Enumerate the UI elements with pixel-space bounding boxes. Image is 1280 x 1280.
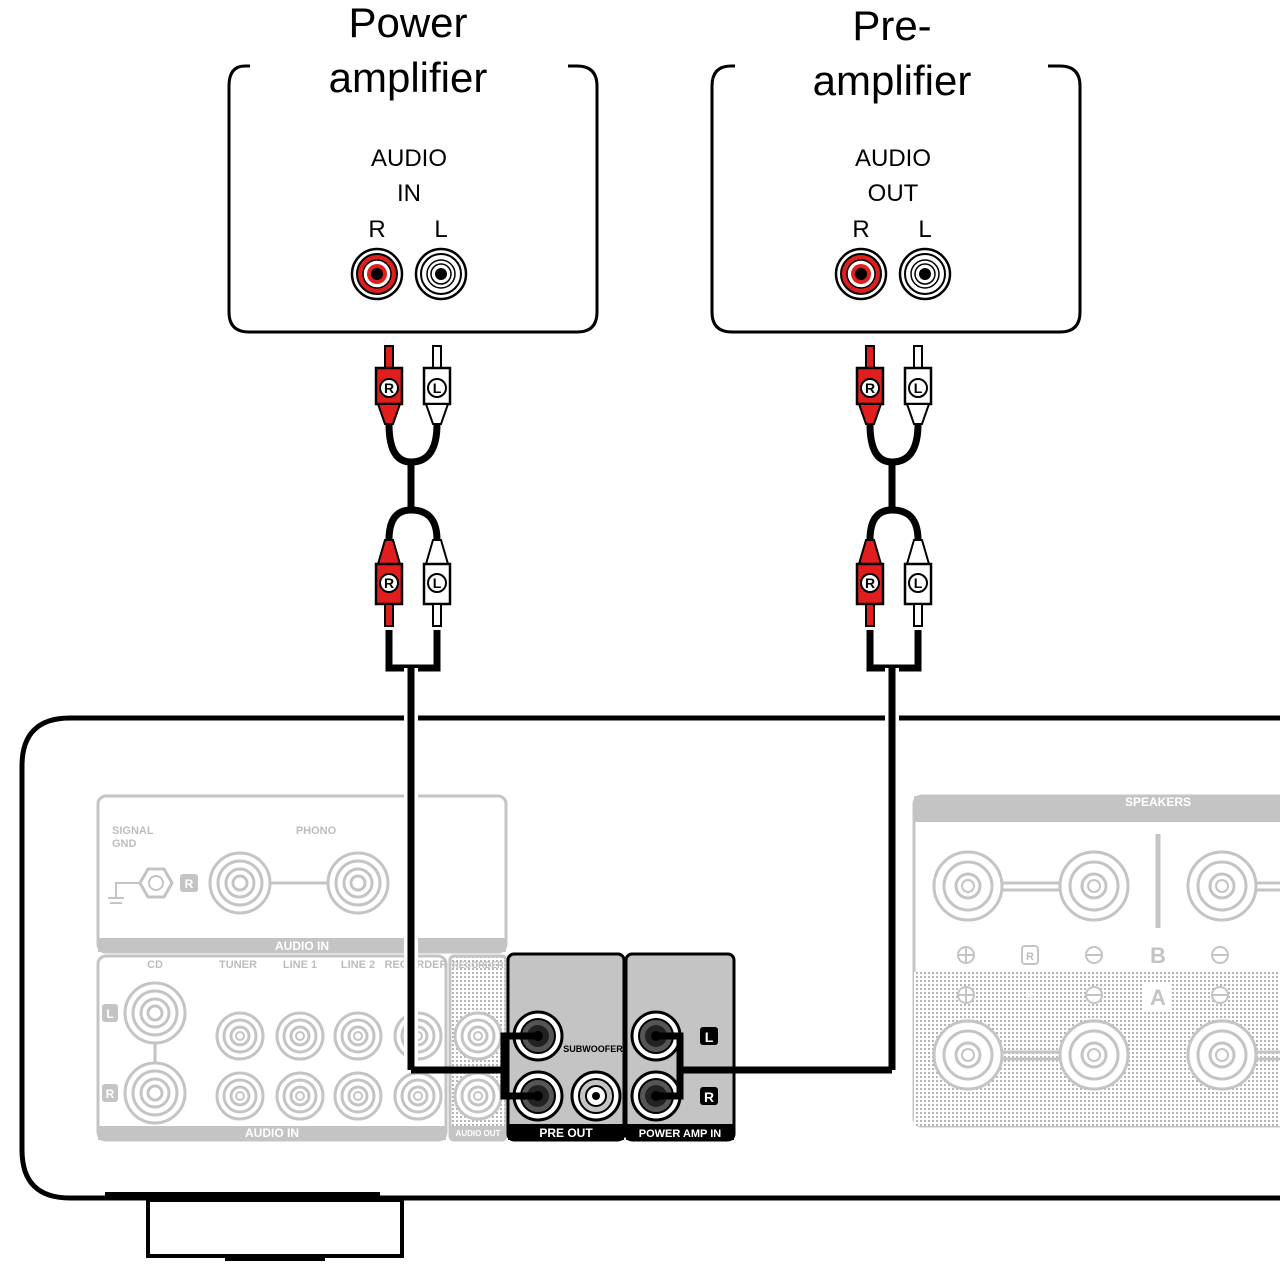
cable-power-amp: R L R L xyxy=(374,345,452,672)
cable-pre-amp: R L R L xyxy=(855,345,933,672)
svg-text:RECORDER: RECORDER xyxy=(452,960,504,970)
pre-amp-audio-label-2: OUT xyxy=(868,180,919,207)
svg-text:R: R xyxy=(384,575,394,591)
pre-amp-audio-label-1: AUDIO xyxy=(855,145,931,172)
svg-text:POWER AMP IN: POWER AMP IN xyxy=(639,1128,722,1140)
rca-plug-r-top-1: R xyxy=(374,345,404,425)
unit-foot xyxy=(105,1192,404,1261)
pre-amp-r-jack xyxy=(834,247,888,301)
svg-text:SUBWOOFER: SUBWOOFER xyxy=(563,1044,623,1054)
pre-amp-title-2: amplifier xyxy=(813,57,972,104)
svg-text:R: R xyxy=(865,380,875,396)
svg-text:PRE OUT: PRE OUT xyxy=(539,1126,593,1140)
svg-text:L: L xyxy=(106,1007,113,1021)
subwoofer-jack xyxy=(570,1070,622,1122)
power-amp-r-jack xyxy=(350,247,404,301)
pre-amp-title-1: Pre- xyxy=(852,2,931,49)
rca-plug-l-top-2: L xyxy=(903,345,933,425)
power-amp-r-label: R xyxy=(368,216,385,243)
svg-text:AUDIO IN: AUDIO IN xyxy=(245,1126,299,1140)
svg-text:R: R xyxy=(185,877,194,891)
power-amp-audio-label-1: AUDIO xyxy=(371,145,447,172)
pre-out-block: PRE OUT SUBWOOFER xyxy=(506,952,626,1142)
svg-text:A: A xyxy=(1150,985,1166,1010)
svg-text:AUDIO OUT: AUDIO OUT xyxy=(456,1129,501,1138)
rca-plug-r-bottom-1: R xyxy=(374,539,404,627)
svg-text:R: R xyxy=(865,575,875,591)
svg-text:L: L xyxy=(433,380,442,396)
svg-text:R: R xyxy=(1026,951,1034,963)
svg-text:L: L xyxy=(705,1029,714,1045)
svg-text:R: R xyxy=(704,1089,714,1105)
audio-in-block: AUDIO IN CD TUNER LINE 1 LINE 2 RECORDER… xyxy=(96,954,448,1142)
svg-text:L: L xyxy=(914,575,923,591)
cable-run-pre-out xyxy=(404,668,538,1100)
audio-out-block: AUDIO OUT RECORDER xyxy=(448,954,508,1142)
amplifier-rear-panel: AUDIO IN SIGNAL GND PHONO R AUDIO IN CD … xyxy=(19,668,1280,1261)
rca-plug-l-top-1: L xyxy=(422,345,452,425)
svg-text:B: B xyxy=(1150,943,1166,968)
pre-amp-l-label: L xyxy=(918,216,931,243)
phono-block: AUDIO IN SIGNAL GND PHONO R xyxy=(96,794,508,954)
pre-amp-r-label: R xyxy=(852,216,869,243)
svg-text:CD: CD xyxy=(147,959,163,971)
cable-run-power-amp-in xyxy=(656,668,899,1100)
svg-text:PHONO: PHONO xyxy=(296,825,337,837)
svg-text:L: L xyxy=(914,380,923,396)
svg-text:TUNER: TUNER xyxy=(219,959,257,971)
rca-plug-l-bottom-1: L xyxy=(422,539,452,627)
svg-text:GND: GND xyxy=(112,838,137,850)
rca-plug-r-top-2: R xyxy=(855,345,885,425)
svg-text:L: L xyxy=(433,575,442,591)
power-amp-title-2: amplifier xyxy=(329,54,488,101)
rca-plug-l-bottom-2: L xyxy=(903,539,933,627)
power-amp-audio-label-2: IN xyxy=(397,180,421,207)
power-amp-l-label: L xyxy=(434,216,447,243)
svg-text:LINE 1: LINE 1 xyxy=(283,959,317,971)
power-amplifier-box: Power amplifier AUDIO IN R L xyxy=(227,0,599,334)
power-amp-title-1: Power xyxy=(348,0,467,46)
speakers-block: SPEAKERS R B R xyxy=(912,794,1280,1128)
rca-plug-r-bottom-2: R xyxy=(855,539,885,627)
svg-text:R: R xyxy=(384,380,394,396)
svg-text:AUDIO IN: AUDIO IN xyxy=(275,939,329,953)
svg-text:SPEAKERS: SPEAKERS xyxy=(1125,795,1191,809)
svg-text:R: R xyxy=(1026,991,1034,1003)
svg-text:SIGNAL: SIGNAL xyxy=(112,825,154,837)
pre-amp-l-jack xyxy=(898,247,952,301)
pre-amplifier-box: Pre- amplifier AUDIO OUT R L xyxy=(710,2,1082,334)
power-amp-l-jack xyxy=(414,247,468,301)
svg-text:LINE 2: LINE 2 xyxy=(341,959,375,971)
svg-text:R: R xyxy=(106,1087,115,1101)
